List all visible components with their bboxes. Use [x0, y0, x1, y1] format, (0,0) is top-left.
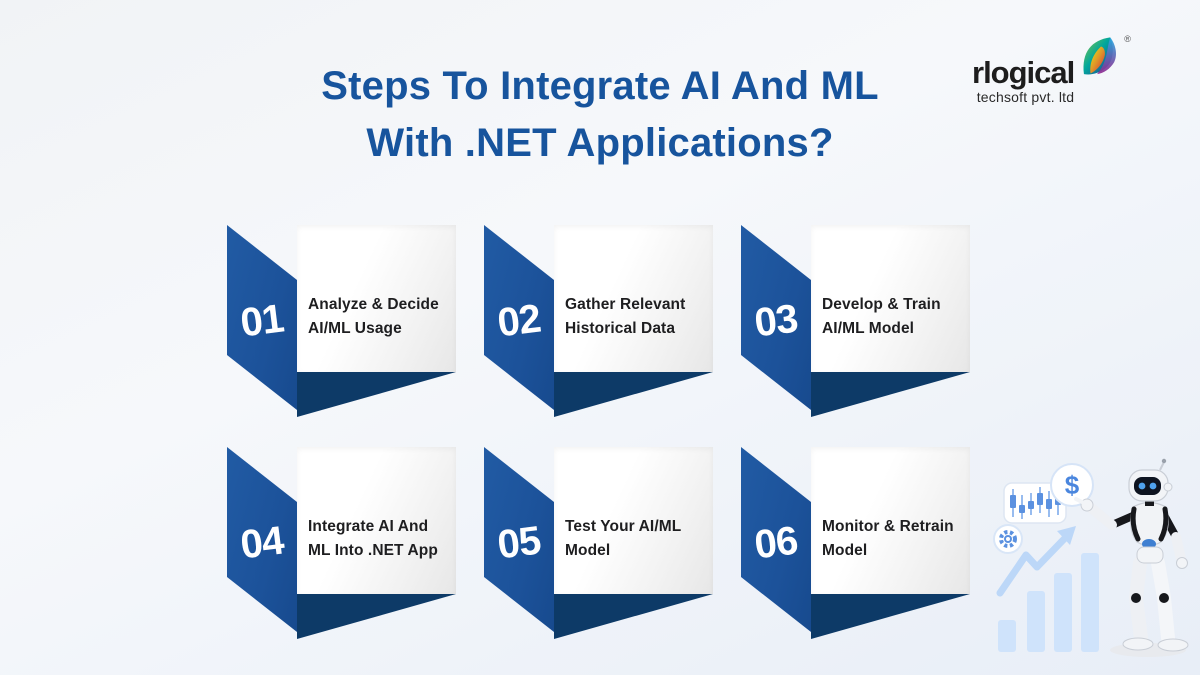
logo-wordmark: rlogical — [972, 55, 1075, 90]
company-logo: rlogical techsoft pvt. ltd ® — [972, 34, 1172, 105]
step-label-line1: Integrate AI And — [308, 518, 429, 535]
robot-figure — [1074, 458, 1189, 657]
step-card-05: 05 Test Your AI/ML Model — [484, 447, 713, 639]
step-card-06: 06 Monitor & Retrain Model — [741, 447, 970, 639]
step-number: 04 — [238, 518, 286, 568]
step-label: Monitor & Retrain Model — [822, 515, 967, 563]
step-fold — [811, 594, 970, 639]
dollar-symbol: $ — [1065, 470, 1080, 500]
dollar-icon: $ — [1050, 463, 1094, 507]
step-label: Gather Relevant Historical Data — [565, 293, 710, 341]
page-title-line2: With .NET Applications? — [366, 121, 834, 165]
step-label-line2: Model — [822, 542, 868, 559]
step-label-line2: ML Into .NET App — [308, 542, 438, 559]
step-fold — [554, 372, 713, 417]
candlestick-chart-icon — [1003, 482, 1067, 524]
step-fold — [297, 594, 456, 639]
registered-trademark: ® — [1124, 34, 1131, 44]
step-body — [811, 225, 970, 372]
step-label-line2: AI/ML Usage — [308, 320, 402, 337]
step-number: 06 — [752, 518, 800, 568]
step-card-03: 03 Develop & Train AI/ML Model — [741, 225, 970, 417]
step-number: 01 — [238, 296, 286, 346]
page-title-line1: Steps To Integrate AI And ML — [321, 64, 879, 108]
step-label-line1: Develop & Train — [822, 296, 941, 313]
step-body — [554, 447, 713, 594]
step-label-line1: Test Your AI/ML — [565, 518, 682, 535]
page-title: Steps To Integrate AI And ML With .NET A… — [0, 58, 1200, 172]
step-fold — [297, 372, 456, 417]
step-label-line2: Model — [565, 542, 611, 559]
step-label-line1: Analyze & Decide — [308, 296, 439, 313]
leaf-logo-icon — [1083, 37, 1117, 75]
step-label: Develop & Train AI/ML Model — [822, 293, 967, 341]
step-body — [297, 225, 456, 372]
step-label: Test Your AI/ML Model — [565, 515, 710, 563]
step-body — [554, 225, 713, 372]
bar-chart-icon — [998, 553, 1099, 652]
growth-arrow-icon — [996, 526, 1076, 597]
step-number: 02 — [495, 296, 543, 346]
step-number: 05 — [495, 518, 543, 568]
step-card-01: 01 Analyze & Decide AI/ML Usage — [227, 225, 456, 417]
step-card-04: 04 Integrate AI And ML Into .NET App — [227, 447, 456, 639]
step-label: Analyze & Decide AI/ML Usage — [308, 293, 453, 341]
gear-icon — [993, 524, 1023, 554]
step-label: Integrate AI And ML Into .NET App — [308, 515, 453, 563]
logo-subtitle: techsoft pvt. ltd — [976, 89, 1075, 105]
step-number: 03 — [752, 296, 800, 346]
step-body — [297, 447, 456, 594]
robot-illustration: $ — [993, 458, 1189, 657]
step-label-line1: Monitor & Retrain — [822, 518, 954, 535]
step-label-line2: Historical Data — [565, 320, 676, 337]
step-label-line2: AI/ML Model — [822, 320, 915, 337]
step-label-line1: Gather Relevant — [565, 296, 686, 313]
step-body — [811, 447, 970, 594]
step-fold — [811, 372, 970, 417]
step-fold — [554, 594, 713, 639]
step-card-02: 02 Gather Relevant Historical Data — [484, 225, 713, 417]
